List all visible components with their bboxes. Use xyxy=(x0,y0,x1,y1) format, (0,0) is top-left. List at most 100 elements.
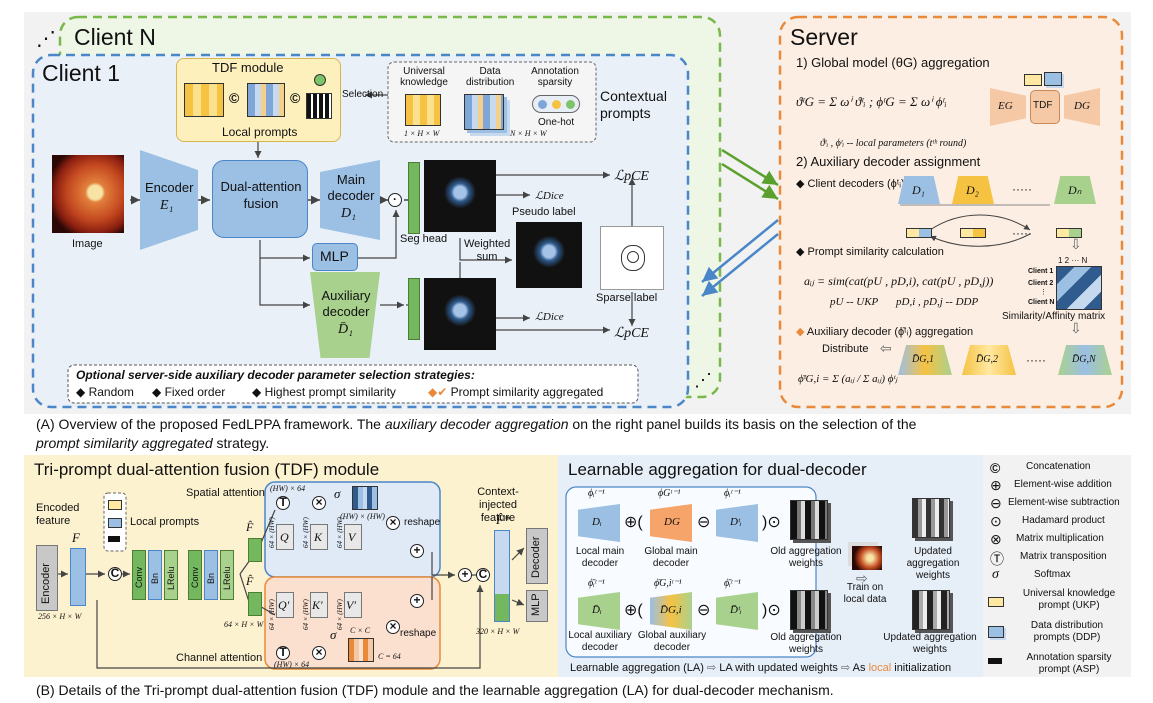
la-local-main-label: Local main decoder xyxy=(575,546,625,569)
matrix-row-n: Client N xyxy=(1028,299,1055,306)
c64-label: C = 64 xyxy=(378,652,401,661)
la-plus-1: ⊕( xyxy=(624,514,643,531)
lrelu-block-2 xyxy=(220,550,234,600)
tdf-title: Tri-prompt dual-attention fusion (TDF) m… xyxy=(34,460,380,479)
similarity-matrix-label: Similarity/Affinity matrix xyxy=(1002,311,1106,322)
updated-weights-2 xyxy=(912,590,950,630)
global-encoder-block xyxy=(990,88,1026,126)
pu-ukp-label: pU -- UKP xyxy=(830,296,879,308)
kp-block xyxy=(310,592,328,618)
aux-prediction-image xyxy=(424,278,496,350)
bn-block-1 xyxy=(148,550,162,600)
add-symbol-spatial: + xyxy=(410,544,424,558)
la-global-main-decoder xyxy=(650,504,692,542)
client-decoder-2-label: D₂ xyxy=(966,183,979,197)
la-phi-g: ϕGᵗ⁻¹ xyxy=(658,488,681,499)
conv-label-2: Conv xyxy=(190,566,200,588)
pd-ddp-label: pD,i , pD,j -- DDP xyxy=(896,296,979,308)
la-local-aux-decoder xyxy=(578,592,620,630)
global-decoder-label: DG xyxy=(1074,100,1090,112)
tdf-encoder-block xyxy=(36,545,58,611)
client-decoder-1-label: D₁ xyxy=(912,183,925,197)
server-title: Server xyxy=(790,24,858,50)
la-global-aux-decoder xyxy=(650,592,692,630)
tdf-concat-symbol: C xyxy=(108,567,122,581)
one-hot-icon xyxy=(532,95,580,113)
fhat-top-bar xyxy=(248,538,262,562)
strategy-similarity-aggregated: ◆✔ Prompt similarity aggregated xyxy=(428,385,604,399)
server-ddp-icon xyxy=(1044,72,1062,86)
kp-label: K′ xyxy=(312,598,323,612)
legend-transpose-label: Matrix transposition xyxy=(1020,551,1107,562)
matrix-down-arrow: ⇩ xyxy=(1070,320,1082,336)
ddp-grid-icon xyxy=(247,83,285,117)
legend-subtract-label: Element-wise subtraction xyxy=(1008,497,1120,508)
la-phi-i2: ϕᵢᵗ⁻¹ xyxy=(724,488,741,499)
caption-a-line2: prompt similarity aggregated strategy. xyxy=(36,435,270,451)
v-label: V xyxy=(348,530,356,544)
train-local-label: Train on local data xyxy=(843,582,887,605)
client-decoders-label: ◆ Client decoders (ϕᵗᵢ) xyxy=(796,178,905,190)
similarity-matrix xyxy=(1056,266,1102,310)
la-dg-label: DG xyxy=(664,516,680,528)
lrelu-block-1 xyxy=(164,550,178,600)
strategy-highest-similarity: ◆ Highest prompt similarity xyxy=(252,385,396,399)
local-prompts-label: Local prompts xyxy=(222,125,298,139)
aux-decoder-label: Auxiliary decoder xyxy=(321,288,371,319)
pseudo-label-text: Pseudo label xyxy=(512,206,576,218)
la-dbar-i-label: D̄ᵢ xyxy=(592,604,602,616)
image-label: Image xyxy=(72,238,103,250)
ukp-dimension: 1 × H × W xyxy=(404,129,440,138)
q-block xyxy=(276,524,294,550)
legend-add-label: Element-wise addition xyxy=(1014,479,1112,490)
la-dbar-gi-label: D̄G,i xyxy=(660,604,682,616)
legend-softmax-icon: σ xyxy=(992,567,999,582)
tdf-mlp-block xyxy=(526,590,548,622)
tdf-mlp-label: MLP xyxy=(530,593,542,616)
updated-weights-1 xyxy=(912,498,950,538)
matrix-col-labels: 1 2 ··· N xyxy=(1058,256,1088,265)
bn-block-2 xyxy=(204,550,218,600)
main-decoder-label: Main decoder xyxy=(327,172,375,203)
q-label: Q xyxy=(280,530,289,544)
k-label: K xyxy=(314,530,323,544)
matrix-row-2: Client 2 xyxy=(1028,280,1054,287)
la-local-main-decoder xyxy=(578,504,620,542)
main-prediction-image xyxy=(424,160,496,232)
tdf-ddp-icon xyxy=(108,518,122,528)
client-n-ellipsis: ⋰ xyxy=(36,28,56,50)
lrelu-label-2: LRelu xyxy=(222,566,232,590)
loss-dice-top: ℒDice xyxy=(535,190,564,202)
tdf-decoder-label: Decoder xyxy=(530,536,542,578)
updated-weights-label-2: Updated aggregation weights xyxy=(883,632,977,655)
la-global-aux-label: Global auxiliary decoder xyxy=(637,630,707,653)
dim-64hw-q: 64 × (HW) xyxy=(268,517,276,548)
la-minus-2: ⊖ xyxy=(697,602,711,619)
selection-label: Selection xyxy=(342,89,384,100)
spatial-attention-map xyxy=(352,486,378,510)
legend-hadamard-label: Hadamard product xyxy=(1022,515,1105,526)
aux-aggregation-label: ◆ Auxiliary decoder (ϕ̄ᵗᵢ) aggregation xyxy=(796,326,974,338)
encoded-feature-label: Encoded feature xyxy=(36,502,80,527)
one-hot-label: One-hot xyxy=(538,117,575,128)
qp-block xyxy=(276,592,294,618)
updated-weights-label-1: Updated aggregation weights xyxy=(906,546,960,581)
dual-attention-fusion-block xyxy=(212,160,308,238)
fhat-bottom-bar xyxy=(248,592,262,616)
concat-symbol-2: © xyxy=(290,90,301,106)
cxc-label: C × C xyxy=(350,626,371,635)
legend-ddp-label: Data distribution prompts (DDP) xyxy=(1030,620,1104,643)
similarity-equation: aᵢⱼ = sim(cat(pU , pD,i), cat(pU , pD,j)… xyxy=(804,274,994,288)
la-plus-2: ⊕( xyxy=(624,602,643,619)
encoder-symbol: E₁ xyxy=(160,198,174,213)
dim-64hw-qp: 64 × (HW) xyxy=(268,599,276,630)
fusion-concat-symbol: C xyxy=(476,568,490,582)
contextual-prompts-label: Contextual prompts xyxy=(600,88,667,121)
selection-knob-icon xyxy=(314,74,326,86)
caption-a-line1: (A) Overview of the proposed FedLPPA fra… xyxy=(36,416,917,432)
ukp-grid-icon xyxy=(184,83,224,117)
aux-decoder-block xyxy=(310,272,380,358)
tdf-ukp-icon xyxy=(108,500,122,510)
global-aux-decoder-1-label: D̄G,1 xyxy=(912,354,934,365)
ddp-prompt-icon xyxy=(464,94,504,130)
